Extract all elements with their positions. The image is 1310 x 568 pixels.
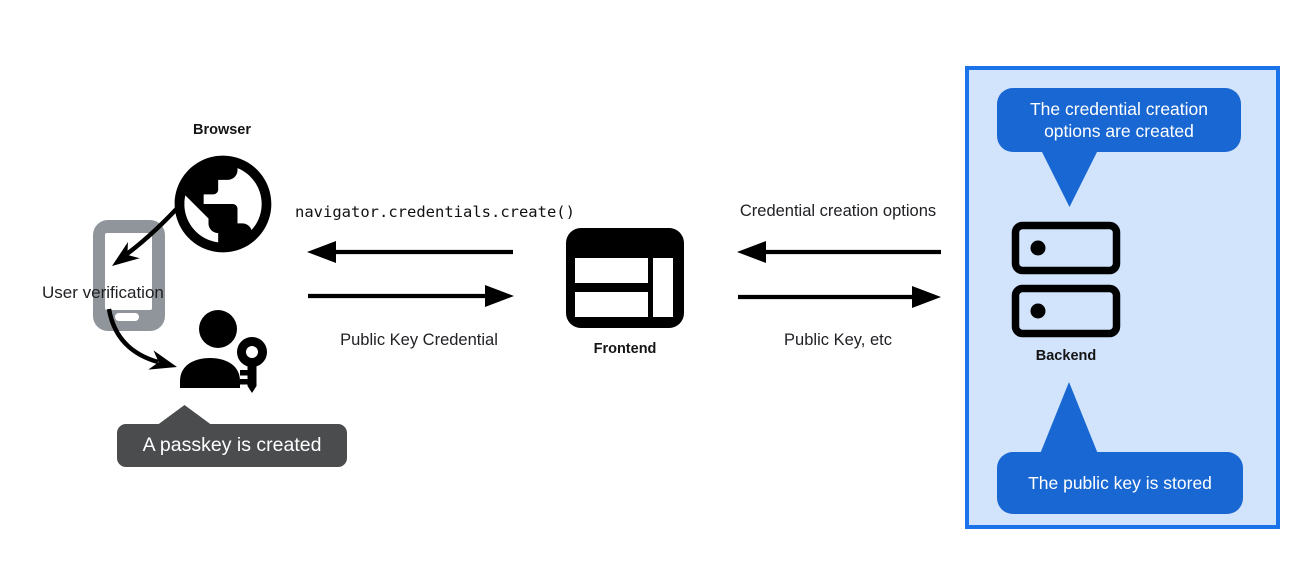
arrow-browser-to-frontend — [308, 285, 514, 307]
public-key-credential-label: Public Key Credential — [340, 331, 498, 349]
server-stack-icon — [1011, 221, 1121, 338]
browser-label: Browser — [192, 122, 252, 138]
public-key-stored-bubble: The public key is stored — [997, 452, 1243, 514]
creation-options-bubble-text: The credential creation options are crea… — [1029, 98, 1209, 141]
smartphone-icon — [93, 220, 165, 331]
arrow-backend-to-frontend — [737, 241, 941, 263]
public-key-etc-label: Public Key, etc — [784, 331, 892, 349]
user-verification-label: User verification — [42, 283, 164, 302]
web-window-icon — [566, 228, 684, 328]
passkey-created-tooltip-text: A passkey is created — [142, 434, 322, 456]
public-key-stored-bubble-text: The public key is stored — [1028, 472, 1212, 493]
arrow-frontend-to-backend — [738, 286, 941, 308]
passkey-created-tooltip: A passkey is created — [117, 424, 347, 467]
creation-options-bubble: The credential creation options are crea… — [997, 88, 1241, 152]
create-call-label: navigator.credentials.create() — [295, 203, 575, 221]
arrow-frontend-to-browser — [307, 241, 513, 263]
person-key-icon — [180, 310, 267, 393]
credential-creation-options-label: Credential creation options — [739, 202, 937, 220]
backend-label: Backend — [1035, 348, 1097, 364]
globe-icon — [174, 155, 272, 253]
frontend-label: Frontend — [593, 341, 657, 357]
arrow-user-verification-to-passkey-user — [106, 308, 177, 370]
